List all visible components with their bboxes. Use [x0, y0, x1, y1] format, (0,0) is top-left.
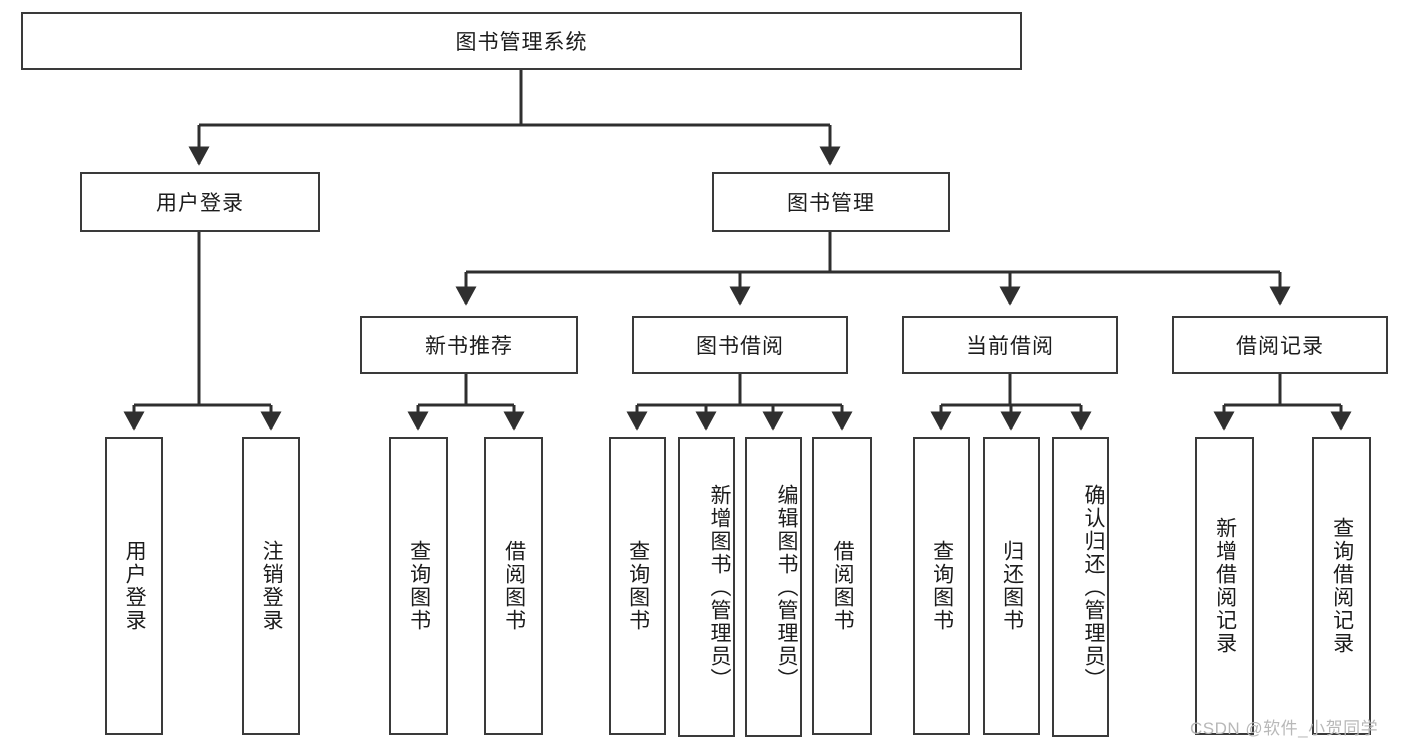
leaf-label: 确认归还（管理员）	[1082, 483, 1105, 691]
leaf-current-borrow-return[interactable]: 归还图书	[983, 437, 1040, 735]
node-new-book-recommend[interactable]: 新书推荐	[360, 316, 578, 374]
leaf-current-borrow-confirm[interactable]: 确认归还（管理员）	[1052, 437, 1109, 737]
node-book-borrow[interactable]: 图书借阅	[632, 316, 848, 374]
node-current-borrow-label: 当前借阅	[966, 335, 1054, 358]
leaf-borrow-record-add[interactable]: 新增借阅记录	[1195, 437, 1254, 735]
leaf-label: 新增图书（管理员）	[708, 483, 731, 691]
leaf-book-borrow-query[interactable]: 查询图书	[609, 437, 666, 735]
leaf-label: 查询图书	[626, 540, 650, 632]
leaf-label: 借阅图书	[831, 540, 855, 632]
leaf-book-borrow-borrow[interactable]: 借阅图书	[812, 437, 872, 735]
leaf-new-book-query[interactable]: 查询图书	[389, 437, 448, 735]
node-borrow-record-label: 借阅记录	[1236, 335, 1324, 358]
leaf-current-borrow-query[interactable]: 查询图书	[913, 437, 970, 735]
leaf-label: 查询图书	[407, 540, 431, 632]
watermark-text: CSDN @软件_小贺同学	[1190, 719, 1379, 738]
leaf-label: 编辑图书（管理员）	[775, 483, 798, 691]
node-borrow-record[interactable]: 借阅记录	[1172, 316, 1388, 374]
node-current-borrow[interactable]: 当前借阅	[902, 316, 1118, 374]
leaf-new-book-borrow[interactable]: 借阅图书	[484, 437, 543, 735]
leaf-label: 借阅图书	[502, 540, 526, 632]
leaf-label: 查询借阅记录	[1330, 517, 1354, 655]
node-user-login-label: 用户登录	[156, 192, 244, 215]
leaf-book-borrow-add[interactable]: 新增图书（管理员）	[678, 437, 735, 737]
leaf-user-login-login[interactable]: 用户登录	[105, 437, 163, 735]
leaf-borrow-record-query[interactable]: 查询借阅记录	[1312, 437, 1371, 735]
node-book-management-label: 图书管理	[787, 192, 875, 215]
leaf-label: 新增借阅记录	[1213, 517, 1237, 655]
node-new-book-recommend-label: 新书推荐	[425, 335, 513, 358]
node-root-label: 图书管理系统	[455, 31, 588, 54]
leaf-label: 查询图书	[930, 540, 954, 632]
leaf-user-login-logout[interactable]: 注销登录	[242, 437, 300, 735]
node-root[interactable]: 图书管理系统	[21, 12, 1022, 70]
node-book-management[interactable]: 图书管理	[712, 172, 950, 232]
node-user-login[interactable]: 用户登录	[80, 172, 320, 232]
leaf-label: 归还图书	[1000, 540, 1024, 632]
leaf-label: 用户登录	[123, 540, 147, 632]
node-book-borrow-label: 图书借阅	[696, 335, 784, 358]
leaf-book-borrow-edit[interactable]: 编辑图书（管理员）	[745, 437, 802, 737]
leaf-label: 注销登录	[260, 540, 284, 632]
